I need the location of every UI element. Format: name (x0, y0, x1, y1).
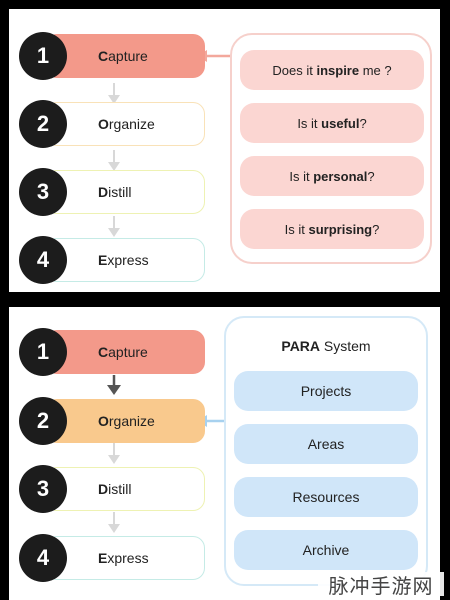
question-text: Is it (289, 168, 314, 184)
step-label-first: D (98, 481, 109, 497)
step-label-first: E (98, 252, 108, 268)
step-label-first: D (98, 184, 109, 200)
question-item: Is it surprising? (240, 209, 424, 249)
para-title: PARA System (226, 338, 426, 354)
step-label-first: C (98, 344, 109, 360)
para-item-archive: Archive (234, 530, 418, 570)
para-item-resources: Resources (234, 477, 418, 517)
step-number: 3 (19, 168, 67, 216)
question-keyword: personal (313, 168, 368, 184)
watermark: 脉冲手游网 (318, 572, 444, 598)
question-keyword: inspire (316, 62, 360, 78)
question-keyword: useful (321, 115, 360, 131)
step-label-rest: xpress (107, 550, 149, 566)
question-text: Is it (284, 221, 309, 237)
question-text: ? (372, 221, 380, 237)
para-item-projects: Projects (234, 371, 418, 411)
step-label-rest: rganize (108, 116, 155, 132)
flow-arrows (107, 375, 224, 533)
step-number: 3 (19, 465, 67, 513)
capture-questions-box: Does it inspire me ? Is it useful? Is it… (230, 33, 432, 264)
step-label-rest: rganize (108, 413, 155, 429)
question-text: Is it (297, 115, 322, 131)
step-label-first: C (98, 48, 109, 64)
question-item: Is it useful? (240, 103, 424, 143)
para-title-rest: System (320, 338, 371, 354)
flow-arrows (108, 50, 230, 237)
step-number: 2 (19, 100, 67, 148)
step-number: 1 (19, 328, 67, 376)
step-label-rest: istill (108, 184, 132, 200)
step-label-first: E (98, 550, 108, 566)
step-label-rest: apture (108, 48, 148, 64)
step-label-rest: xpress (107, 252, 149, 268)
para-title-bold: PARA (281, 338, 321, 354)
step-number: 4 (19, 236, 67, 284)
para-system-box: PARA System Projects Areas Resources Arc… (224, 316, 428, 586)
step-number: 4 (19, 534, 67, 582)
step-label-first: O (98, 413, 109, 429)
question-text: Does it (272, 62, 317, 78)
question-keyword: surprising (308, 221, 373, 237)
step-number: 1 (19, 32, 67, 80)
step-number: 2 (19, 397, 67, 445)
question-text: me ? (359, 62, 392, 78)
step-label-rest: apture (108, 344, 148, 360)
question-item: Does it inspire me ? (240, 50, 424, 90)
step-label-rest: istill (108, 481, 132, 497)
question-text: ? (367, 168, 375, 184)
step-label-first: O (98, 116, 109, 132)
para-item-areas: Areas (234, 424, 418, 464)
question-text: ? (359, 115, 367, 131)
question-item: Is it personal? (240, 156, 424, 196)
